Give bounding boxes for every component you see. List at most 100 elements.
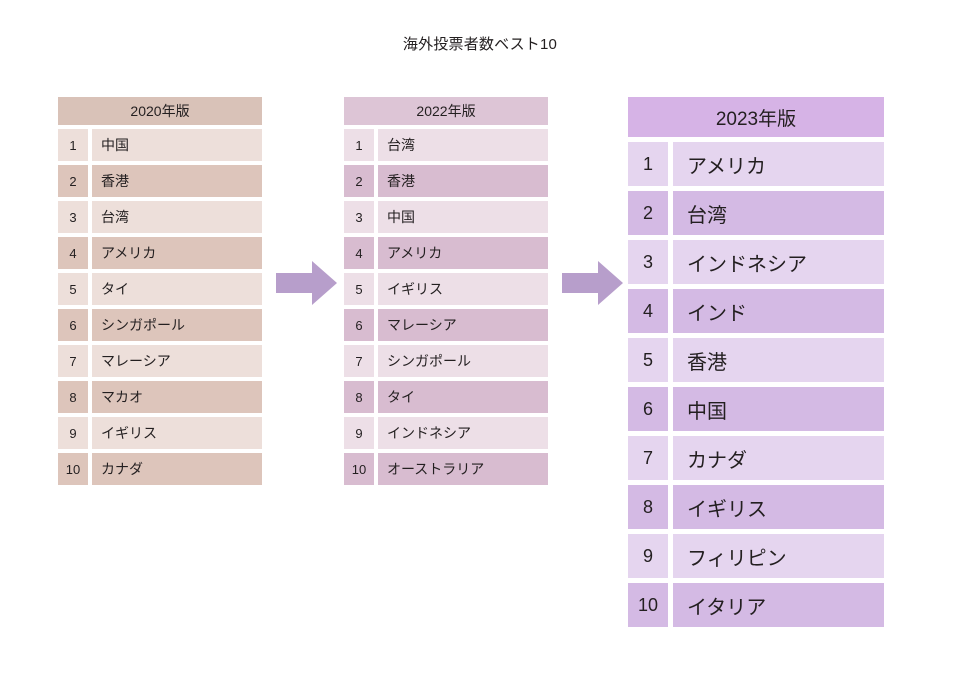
rank-number: 5 bbox=[344, 273, 374, 305]
row-divider bbox=[628, 529, 884, 534]
rank-number: 7 bbox=[58, 345, 88, 377]
cell-divider bbox=[668, 436, 673, 480]
cell-divider bbox=[88, 201, 92, 233]
cell-divider bbox=[374, 201, 378, 233]
cell-divider bbox=[668, 240, 673, 284]
row-divider bbox=[58, 341, 262, 345]
rank-number: 8 bbox=[58, 381, 88, 413]
rank-number: 5 bbox=[628, 338, 668, 382]
cell-divider bbox=[668, 485, 673, 529]
country-name: 香港 bbox=[673, 338, 884, 382]
rank-number: 10 bbox=[58, 453, 88, 485]
country-name: タイ bbox=[378, 381, 548, 413]
row-divider bbox=[344, 377, 548, 381]
rank-number: 1 bbox=[628, 142, 668, 186]
rank-number: 3 bbox=[58, 201, 88, 233]
row-divider bbox=[628, 333, 884, 338]
country-name: 中国 bbox=[378, 201, 548, 233]
cell-divider bbox=[88, 417, 92, 449]
country-name: 中国 bbox=[673, 387, 884, 431]
row-divider bbox=[344, 269, 548, 273]
country-name: マレーシア bbox=[92, 345, 262, 377]
row-divider bbox=[344, 341, 548, 345]
cell-divider bbox=[374, 129, 378, 161]
cell-divider bbox=[668, 142, 673, 186]
row-divider bbox=[58, 233, 262, 237]
rank-number: 10 bbox=[344, 453, 374, 485]
cell-divider bbox=[668, 534, 673, 578]
rank-number: 8 bbox=[344, 381, 374, 413]
row-divider bbox=[344, 413, 548, 417]
rank-number: 1 bbox=[344, 129, 374, 161]
cell-divider bbox=[88, 273, 92, 305]
cell-divider bbox=[668, 338, 673, 382]
country-name: アメリカ bbox=[92, 237, 262, 269]
country-name: 台湾 bbox=[673, 191, 884, 235]
cell-divider bbox=[88, 309, 92, 341]
cell-divider bbox=[374, 273, 378, 305]
rank-number: 3 bbox=[628, 240, 668, 284]
rank-number: 4 bbox=[628, 289, 668, 333]
cell-divider bbox=[668, 289, 673, 333]
row-divider bbox=[628, 578, 884, 583]
rank-number: 9 bbox=[344, 417, 374, 449]
country-name: シンガポール bbox=[378, 345, 548, 377]
rank-number: 6 bbox=[58, 309, 88, 341]
country-name: インドネシア bbox=[378, 417, 548, 449]
country-name: イギリス bbox=[92, 417, 262, 449]
country-name: 香港 bbox=[92, 165, 262, 197]
country-name: アメリカ bbox=[673, 142, 884, 186]
row-divider bbox=[628, 186, 884, 191]
rank-number: 2 bbox=[344, 165, 374, 197]
row-divider bbox=[58, 449, 262, 453]
row-divider bbox=[344, 233, 548, 237]
row-divider bbox=[58, 377, 262, 381]
row-divider bbox=[58, 413, 262, 417]
rank-number: 5 bbox=[58, 273, 88, 305]
ranking-table-header: 2020年版 bbox=[58, 97, 262, 125]
cell-divider bbox=[374, 381, 378, 413]
rank-number: 4 bbox=[58, 237, 88, 269]
cell-divider bbox=[374, 309, 378, 341]
cell-divider bbox=[88, 165, 92, 197]
rank-number: 4 bbox=[344, 237, 374, 269]
country-name: タイ bbox=[92, 273, 262, 305]
cell-divider bbox=[88, 237, 92, 269]
cell-divider bbox=[374, 165, 378, 197]
row-divider bbox=[344, 305, 548, 309]
country-name: インド bbox=[673, 289, 884, 333]
country-name: マレーシア bbox=[378, 309, 548, 341]
arrow-right-icon bbox=[276, 260, 338, 306]
cell-divider bbox=[88, 345, 92, 377]
country-name: オーストラリア bbox=[378, 453, 548, 485]
country-name: マカオ bbox=[92, 381, 262, 413]
country-name: カナダ bbox=[92, 453, 262, 485]
row-divider bbox=[628, 480, 884, 485]
country-name: 香港 bbox=[378, 165, 548, 197]
country-name: インドネシア bbox=[673, 240, 884, 284]
rank-number: 3 bbox=[344, 201, 374, 233]
